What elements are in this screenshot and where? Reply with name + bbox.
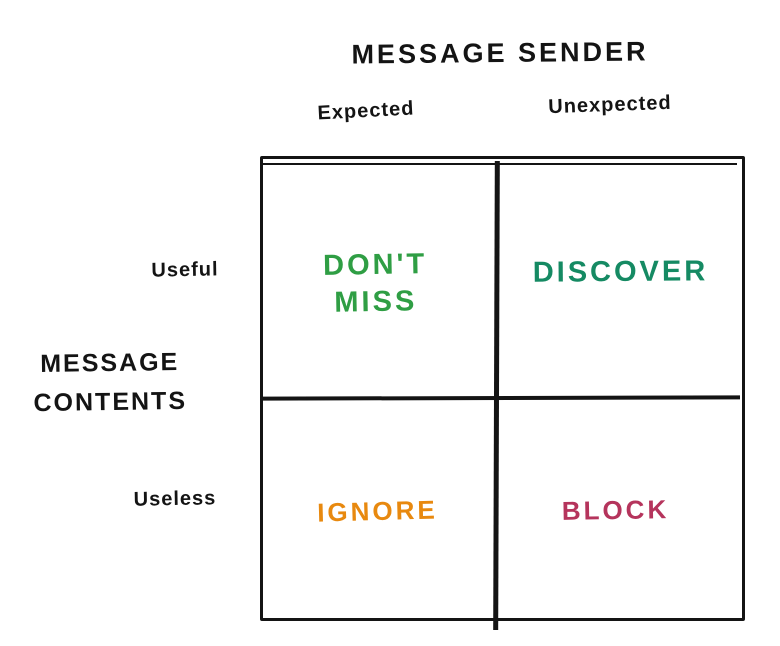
matrix-frame-top-sketch-stroke [263,163,737,165]
quadrant-label-dont-miss-line1: DON'T [322,248,428,282]
quadrant-label-ignore: IGNORE [316,494,439,528]
quadrant-label-dont-miss-line2: MISS [334,285,418,319]
row-label-useless: Useless [133,487,217,511]
diagram-title: MESSAGE SENDER [351,36,649,70]
y-axis-title-line1: MESSAGE [40,348,180,378]
quadrant-label-dont-miss: DON'T MISS [297,246,453,323]
quadrant-label-block: BLOCK [561,494,670,526]
y-axis-title: MESSAGE CONTENTS [4,343,215,424]
matrix-frame [260,156,745,621]
y-axis-title-line2: CONTENTS [33,386,188,418]
column-label-expected: Expected [316,97,415,125]
column-label-unexpected: Unexpected [547,91,673,119]
quadrant-label-discover: DISCOVER [532,255,709,289]
row-label-useful: Useful [151,258,219,282]
